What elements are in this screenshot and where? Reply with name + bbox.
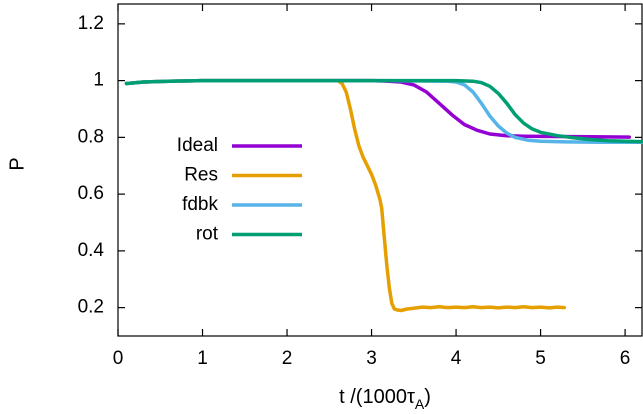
x-tick-label: 3: [366, 348, 377, 369]
x-tick-label: 2: [282, 348, 293, 369]
legend-label-fdbk: fdbk: [182, 194, 218, 215]
x-axis-title-subscript: A: [415, 396, 425, 412]
series-lines: [124, 78, 643, 313]
legend-label-ideal: Ideal: [177, 135, 218, 156]
series-line-fdbk: [124, 78, 643, 144]
plot-area: [117, 3, 643, 337]
legend-label-rot: rot: [196, 224, 219, 245]
x-axis-title-close: ): [424, 386, 431, 408]
series-line-ideal: [124, 78, 632, 139]
series-line-res: [124, 78, 566, 313]
y-tick-label: 0.2: [78, 297, 104, 318]
y-tick-label: 1.2: [78, 13, 104, 34]
x-tick-label: 6: [620, 348, 631, 369]
axis-ticks: 0 1 2 3 4 5 6 0.2 0.4 0.6 0.8 1 1.2: [78, 4, 642, 369]
x-tick-label: 4: [451, 348, 462, 369]
plot-border: [117, 3, 643, 337]
x-tick-label: 0: [113, 348, 124, 369]
y-tick-label: 1: [93, 70, 104, 91]
legend-label-res: Res: [184, 165, 218, 186]
y-tick-label: 0.4: [78, 240, 105, 261]
x-axis-title: t /(1000τA): [339, 386, 431, 412]
x-tick-label: 1: [197, 348, 208, 369]
y-tick-label: 0.6: [78, 183, 104, 204]
x-tick-label: 5: [535, 348, 546, 369]
y-tick-label: 0.8: [78, 126, 104, 147]
y-axis-title: P: [6, 157, 28, 170]
x-axis-title-main: t /(1000τ: [339, 386, 415, 408]
series-line-rot: [124, 78, 643, 144]
